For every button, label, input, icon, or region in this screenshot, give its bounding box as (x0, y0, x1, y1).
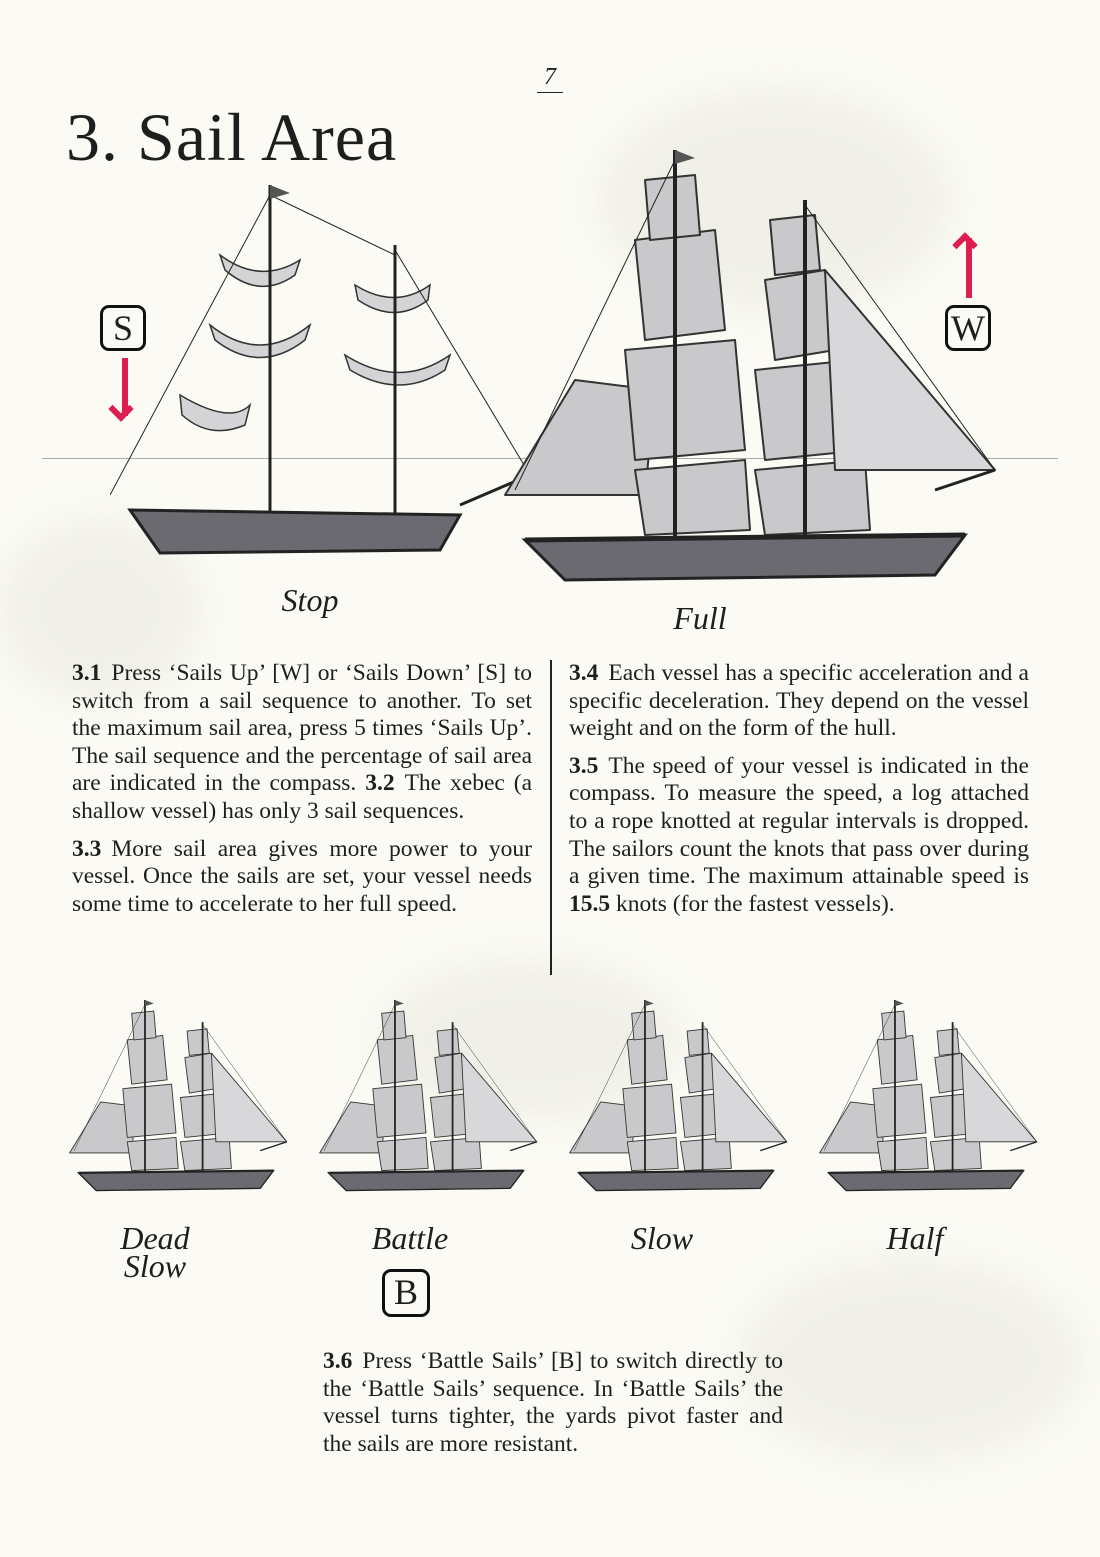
arrow-up-icon (966, 238, 972, 298)
ship-illustration-battle (312, 1000, 540, 1195)
arrow-down-icon (122, 358, 128, 416)
section-number: 3.2 (365, 770, 395, 797)
ship-illustration-half (812, 1000, 1040, 1195)
caption-half: Half (886, 1220, 944, 1256)
caption-dead-slow: Dead Slow (120, 1220, 190, 1284)
caption-slow: Slow (630, 1220, 694, 1256)
caption-battle: Battle (371, 1220, 449, 1256)
paragraph-text: Each vessel has a specific accel­eration… (569, 660, 1029, 742)
paragraph-text: Press ‘Battle Sails’ [B] to switch direc… (323, 1348, 783, 1457)
paragraph-text: The xebec (a shallow vessel) has only 3 … (72, 770, 532, 824)
caption-stop: Stop (281, 582, 339, 618)
key-b: B (382, 1269, 430, 1317)
section-number: 3.5 (569, 752, 599, 779)
paragraph-text: The speed of your vessel is indicated in… (569, 752, 1029, 890)
page-number: 7 (537, 62, 563, 93)
ship-illustration-full (490, 150, 1000, 590)
max-speed-value: 15.5 (569, 890, 611, 917)
paragraph-text: More sail area gives more power to your … (72, 835, 532, 917)
paragraph-text: Press ‘Sails Up’ [W] or ‘Sails Down’ [S]… (72, 660, 532, 797)
key-w: W (945, 305, 991, 351)
key-s: S (100, 305, 146, 351)
ship-illustration-dead-slow (62, 1000, 290, 1195)
section-number: 3.3 (72, 835, 102, 862)
page-title: 3. Sail Area (66, 99, 398, 175)
column-divider (550, 660, 552, 975)
caption-full: Full (673, 600, 727, 636)
ship-illustration-slow (562, 1000, 790, 1195)
paragraph-text: knots (for the fastest vessels). (616, 890, 895, 917)
section-number: 3.1 (72, 660, 102, 686)
ship-illustration-stop (110, 175, 530, 565)
section-number: 3.6 (323, 1348, 353, 1374)
paint-blot (740, 1260, 1080, 1460)
section-number: 3.4 (569, 660, 599, 686)
